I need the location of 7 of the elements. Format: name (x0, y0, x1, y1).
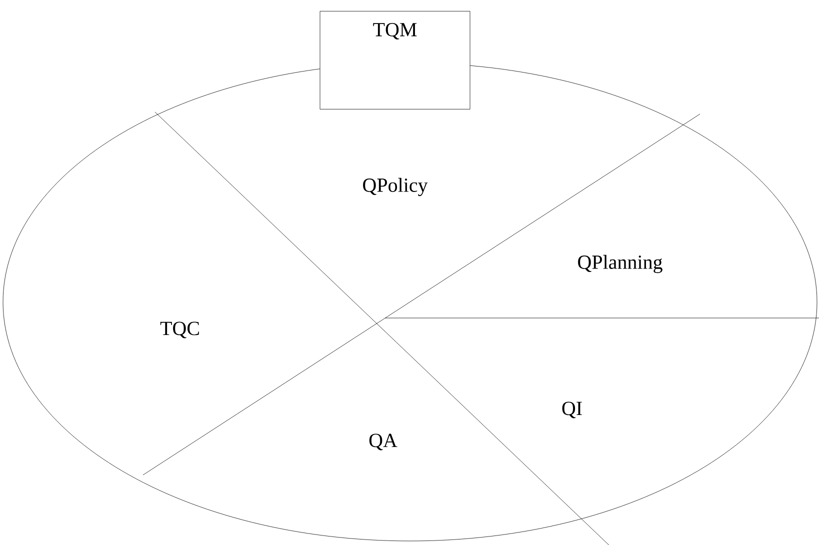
sector-label: QA (369, 434, 398, 450)
sector-label: QPlanning (578, 254, 662, 274)
title-box: TQM (320, 11, 470, 110)
ellipse-shape (2, 62, 818, 542)
sector-label: QI (562, 402, 582, 418)
sector-label: QPolicy (363, 178, 428, 196)
sector-label: TQC (160, 322, 199, 338)
